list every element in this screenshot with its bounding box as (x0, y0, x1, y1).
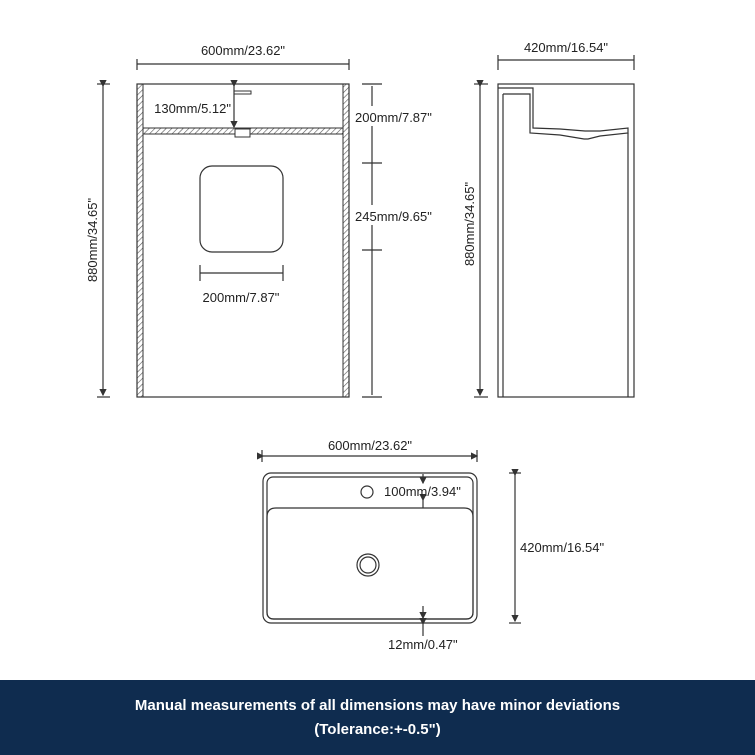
window-cutout (199, 165, 284, 253)
dimension-drawing: 600mm/23.62" 880mm/34.65" 130mm/5.12" 20… (85, 40, 635, 652)
drain (234, 128, 251, 138)
deck-label: 100mm/3.94" (384, 484, 461, 499)
basin-bowl (266, 507, 474, 620)
banner-line-1: Manual measurements of all dimensions ma… (134, 696, 621, 714)
side-depth-label: 420mm/16.54" (524, 40, 608, 55)
faucet-depth-label: 130mm/5.12" (154, 101, 231, 116)
banner-line-2: (Tolerance:+-0.5") (314, 720, 441, 738)
side-height-label: 880mm/34.65" (462, 182, 477, 266)
rim-label: 12mm/0.47" (388, 637, 458, 652)
top-outline (262, 472, 478, 624)
front-view: 600mm/23.62" 880mm/34.65" 130mm/5.12" 20… (85, 43, 443, 398)
left-wall (136, 83, 144, 398)
right-wall (342, 83, 350, 398)
side-basin-profile (498, 87, 629, 140)
drain-inner (359, 556, 377, 574)
window-width-label: 200mm/7.87" (203, 290, 280, 305)
window-offset-label: 245mm/9.65" (355, 209, 432, 224)
front-height-label: 880mm/34.65" (85, 198, 100, 282)
top-width-label: 600mm/23.62" (328, 438, 412, 453)
top-depth-label: 420mm/16.54" (520, 540, 604, 555)
side-outline (497, 83, 635, 398)
basin-depth-label: 200mm/7.87" (355, 110, 432, 125)
drain-outer (356, 553, 380, 577)
front-width-label: 600mm/23.62" (201, 43, 285, 58)
tap-hole (360, 485, 374, 499)
tolerance-banner: Manual measurements of all dimensions ma… (0, 680, 755, 755)
faucet (233, 90, 252, 95)
side-view: 420mm/16.54" 880mm/34.65" (462, 40, 635, 398)
top-view: 600mm/23.62" 420mm/16.54" 100mm/3.94" 12… (257, 438, 604, 652)
